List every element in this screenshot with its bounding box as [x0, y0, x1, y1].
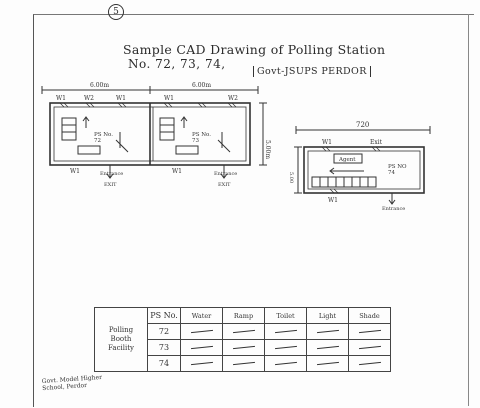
tick-mark [274, 345, 297, 350]
tick-mark [274, 361, 297, 366]
window-label: W2 [84, 95, 94, 102]
right-height-label: 5.00 [288, 172, 294, 183]
tick-cell [306, 339, 349, 356]
room-73-bench [175, 145, 199, 155]
tick-mark [316, 345, 339, 350]
window-label: W1 [70, 168, 80, 175]
exit-label: Exit [370, 139, 383, 146]
window-label: W1 [164, 95, 174, 102]
tick-mark [358, 361, 381, 366]
column-header: Toilet [264, 307, 307, 324]
right-plan-outer-wall [303, 146, 425, 194]
left-width-label-1: 6.00m [90, 82, 109, 89]
tick-cell [222, 355, 265, 372]
agent-desk [333, 153, 363, 164]
tick-mark [358, 345, 381, 350]
tick-cell [222, 339, 265, 356]
tick-cell [264, 355, 307, 372]
entrance-label: Entrance [382, 206, 405, 212]
tick-mark [190, 329, 213, 334]
table-row: 74 [95, 355, 391, 372]
column-header: Light [306, 307, 349, 324]
page-border [33, 14, 474, 407]
room-73-label: PS No.73 [192, 132, 211, 144]
ps-number-cell: 73 [147, 339, 181, 356]
table-row: 73 [95, 339, 391, 356]
room-72-label: PS No.72 [94, 132, 113, 144]
left-height-label: 5.00m [264, 140, 271, 159]
row-header-cell: Polling Booth Facility [94, 307, 148, 372]
window-label: W1 [172, 168, 182, 175]
row-header-text: Polling Booth Facility [108, 326, 134, 352]
room-72-bench [77, 145, 101, 155]
ps-number-cell: 72 [147, 323, 181, 340]
room-72-tables [61, 117, 77, 141]
column-header: Ramp [222, 307, 265, 324]
tick-mark [232, 329, 255, 334]
agent-label: Agent [338, 157, 356, 163]
tick-cell [180, 339, 223, 356]
room-73-tables [159, 117, 175, 141]
window-label: W1 [328, 197, 338, 204]
window-label: W1 [116, 95, 126, 102]
window-label: W2 [228, 95, 238, 102]
tick-mark [358, 329, 381, 334]
window-label: W1 [322, 139, 332, 146]
column-header: Shade [348, 307, 391, 324]
page-border-right [468, 14, 469, 406]
tick-mark [232, 345, 255, 350]
entrance-label: Entrance [214, 171, 237, 177]
tick-cell [306, 323, 349, 340]
title-line-1: Sample CAD Drawing of Polling Station [123, 42, 386, 57]
tick-cell [180, 355, 223, 372]
table-row: 72 [95, 323, 391, 340]
exit-label: EXIT [104, 182, 117, 188]
column-header: Water [180, 307, 223, 324]
title-line-3: Govt-JSUPS PERDOR [253, 66, 371, 77]
right-width-label: 720 [356, 121, 369, 129]
tick-cell [264, 339, 307, 356]
tick-mark [316, 361, 339, 366]
tick-mark [190, 361, 213, 366]
ps-number-cell: 74 [147, 355, 181, 372]
tick-cell [348, 339, 391, 356]
tick-cell [180, 323, 223, 340]
tick-cell [264, 323, 307, 340]
tick-cell [348, 323, 391, 340]
tick-mark [190, 345, 213, 350]
tick-mark [274, 329, 297, 334]
tick-cell [348, 355, 391, 372]
page-number: 5 [108, 4, 124, 20]
exit-label: EXIT [218, 182, 231, 188]
tick-cell [306, 355, 349, 372]
tick-mark [316, 329, 339, 334]
left-width-label-2: 6.00m [192, 82, 211, 89]
title-line-2: No. 72, 73, 74, [128, 57, 226, 71]
table-header-row: Polling Booth Facility PS No. Water Ramp… [94, 307, 391, 372]
tick-cell [222, 323, 265, 340]
window-label: W1 [56, 95, 66, 102]
facility-table: Polling Booth Facility PS No. Water Ramp… [94, 307, 391, 372]
column-header: PS No. [147, 307, 181, 324]
entrance-label: Entrance [100, 171, 123, 177]
tick-mark [232, 361, 255, 366]
